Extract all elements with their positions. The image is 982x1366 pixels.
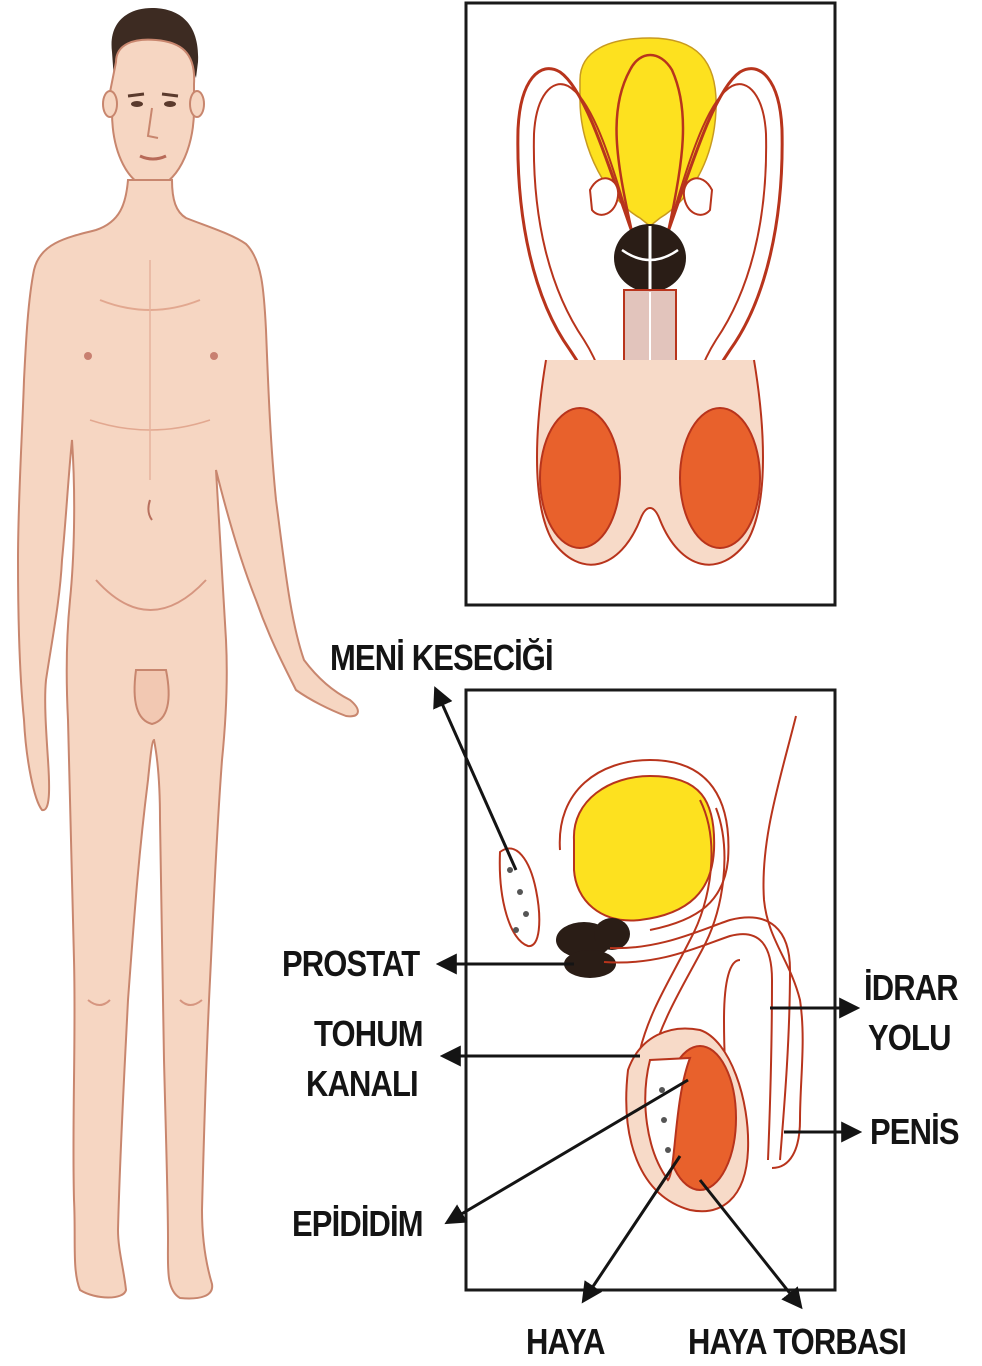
label-tohum-line2: KANALI bbox=[306, 1064, 418, 1104]
label-meni-kesecigi: MENİ KESECİĞİ bbox=[330, 638, 553, 678]
testis-right-front bbox=[680, 408, 760, 548]
male-body-figure bbox=[18, 8, 358, 1298]
label-epididim: EPİDİDİM bbox=[292, 1204, 423, 1244]
label-penis: PENİS bbox=[870, 1112, 959, 1152]
label-idrar-line1: İDRAR bbox=[864, 968, 958, 1008]
label-haya: HAYA bbox=[526, 1322, 605, 1362]
label-haya-torbasi: HAYA TORBASI bbox=[688, 1322, 906, 1362]
label-idrar-line2: YOLU bbox=[868, 1018, 951, 1058]
label-prostat: PROSTAT bbox=[282, 944, 419, 984]
testis-left-front bbox=[540, 408, 620, 548]
label-tohum-line1: TOHUM bbox=[314, 1014, 423, 1054]
torso-and-limbs bbox=[18, 180, 358, 1298]
bladder-side bbox=[574, 776, 714, 920]
genital-area bbox=[135, 670, 169, 724]
